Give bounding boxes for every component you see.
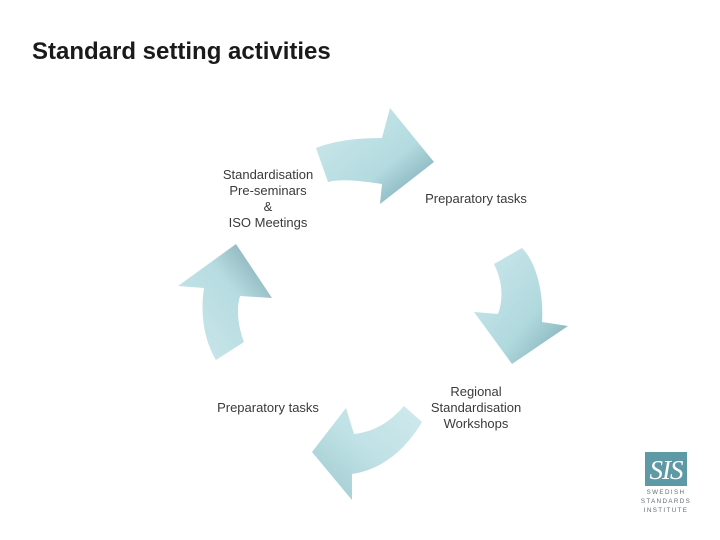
slide-title: Standard setting activities xyxy=(32,38,331,65)
sis-logo: SIS SWEDISH STANDARDS INSTITUTE xyxy=(636,452,696,520)
cycle-arrow-top xyxy=(316,108,434,204)
cycle-arrow-left xyxy=(178,244,272,360)
step-label-line: Standardisation xyxy=(430,400,522,415)
step-label-line: & xyxy=(263,199,273,214)
step-label-line: Preparatory tasks xyxy=(425,191,527,206)
step-label-line: ISO Meetings xyxy=(228,215,308,230)
step-label-line: Regional xyxy=(450,384,502,399)
logo-line: SWEDISH xyxy=(646,489,686,496)
logo-line: STANDARDS xyxy=(640,498,692,505)
step-label-line: Workshops xyxy=(443,416,509,431)
step-label-line: Preparatory tasks xyxy=(217,400,319,415)
logo-line: INSTITUTE xyxy=(643,507,689,514)
step-label-preparatory-right: Preparatory tasks xyxy=(416,191,536,207)
cycle-arrow-bottom xyxy=(312,406,422,500)
step-label-line: Pre-seminars xyxy=(229,183,307,198)
sis-logo-mark: SIS xyxy=(645,452,687,486)
cycle-arrow-right xyxy=(474,248,568,364)
step-label-line: Standardisation xyxy=(222,167,314,182)
step-label-iso-meetings: Standardisation Pre-seminars & ISO Meeti… xyxy=(208,167,328,231)
svg-text:SIS: SIS xyxy=(650,455,684,485)
step-label-preparatory-left: Preparatory tasks xyxy=(208,400,328,416)
step-label-regional-workshops: Regional Standardisation Workshops xyxy=(416,384,536,432)
